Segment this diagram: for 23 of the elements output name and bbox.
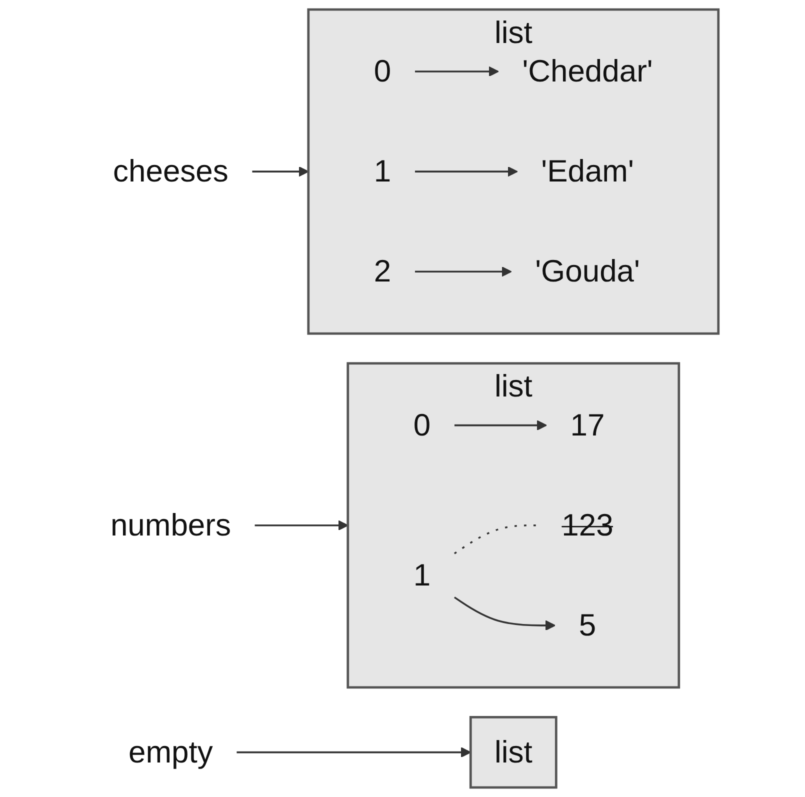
node-text: 'Edam' <box>541 153 634 189</box>
node-text: 0 <box>413 406 431 443</box>
node-text: 'Cheddar' <box>522 53 653 89</box>
node-text: numbers <box>110 506 231 543</box>
arrow <box>454 420 547 431</box>
arrow <box>454 596 556 631</box>
arrow <box>414 66 499 77</box>
arrow <box>236 747 472 758</box>
arrow <box>252 166 309 177</box>
node-text: 2 <box>374 253 392 289</box>
node-text: 'Gouda' <box>535 253 640 289</box>
node-text: empty <box>128 734 213 770</box>
arrow <box>254 520 348 531</box>
node-text: 1 <box>413 556 431 593</box>
connector <box>454 524 538 554</box>
node-text: 0 <box>374 53 392 89</box>
node-text: cheeses <box>113 153 228 189</box>
node-box: list <box>469 716 558 789</box>
node-text: 5 <box>578 606 596 643</box>
node-text: 17 <box>570 406 605 443</box>
arrow <box>414 166 518 177</box>
node-text: 1 <box>374 153 392 189</box>
arrow <box>414 266 512 277</box>
